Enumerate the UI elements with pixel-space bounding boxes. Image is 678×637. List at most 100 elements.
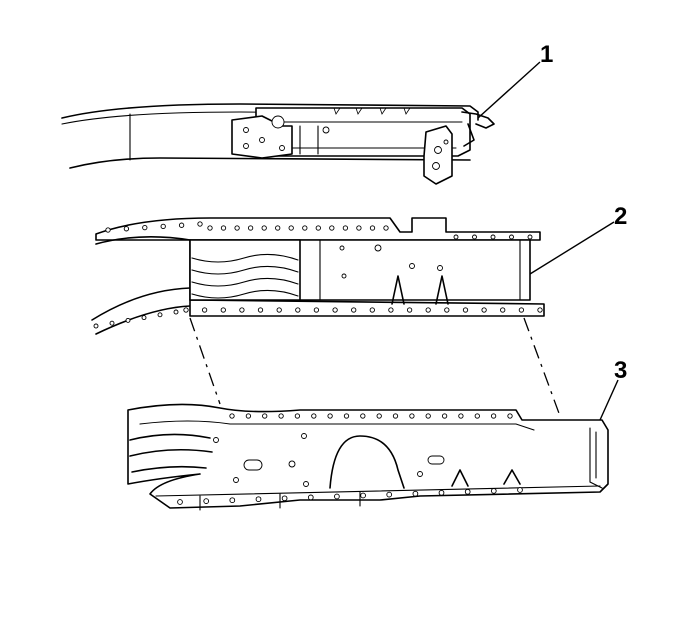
- rivet-hole: [509, 234, 514, 240]
- rivet-hole: [334, 493, 340, 500]
- rivet-hole: [386, 491, 393, 498]
- rivet-hole: [332, 307, 338, 313]
- rivet-hole: [490, 413, 497, 419]
- rivet-hole: [464, 488, 471, 495]
- rivet-hole: [458, 413, 464, 419]
- rivet-hole: [327, 413, 333, 419]
- rivet-hole: [220, 225, 227, 231]
- rivet-hole: [183, 307, 189, 313]
- rivet-hole: [507, 413, 513, 419]
- rivet-hole: [213, 437, 219, 443]
- rivet-hole: [383, 225, 389, 231]
- rivet-hole: [444, 307, 450, 313]
- rivet-hole: [490, 234, 496, 240]
- rivet-hole: [409, 413, 415, 419]
- rivet-hole: [517, 487, 523, 493]
- rivet-hole: [360, 492, 366, 499]
- rivet-hole: [125, 317, 131, 323]
- rivet-hole: [417, 471, 423, 477]
- rivet-hole: [527, 234, 533, 240]
- rivet-hole: [281, 495, 288, 502]
- rivet-hole: [160, 223, 166, 230]
- rivet-hole: [276, 307, 282, 313]
- rivet-hole: [329, 225, 335, 231]
- alignment-line-left: [189, 317, 221, 405]
- callout-2-leader: [529, 221, 615, 275]
- rivet-hole: [425, 307, 431, 313]
- rivet-hole: [93, 323, 99, 329]
- rivet-hole: [537, 307, 543, 313]
- rivet-hole: [203, 498, 210, 504]
- rivet-hole: [207, 225, 213, 231]
- part-1-frame-rail-assembly: [61, 103, 495, 185]
- rivet-hole: [360, 413, 366, 419]
- rivet-hole: [262, 413, 268, 419]
- rivet-hole: [376, 413, 382, 419]
- rivet-hole: [356, 225, 362, 231]
- rivet-hole: [388, 307, 394, 313]
- rivet-hole: [438, 489, 445, 496]
- rivet-hole: [278, 413, 284, 419]
- rivet-hole: [123, 226, 130, 232]
- rivet-hole: [351, 307, 357, 313]
- rivet-hole: [315, 225, 321, 231]
- callout-2-group: 2: [529, 203, 627, 275]
- rivet-hole: [311, 413, 317, 419]
- rivet-hole: [178, 222, 185, 228]
- rivet-hole: [177, 499, 183, 505]
- rivet-hole: [295, 307, 301, 313]
- rivet-hole: [109, 320, 115, 326]
- rivet-hole: [425, 413, 431, 419]
- rivet-hole: [201, 307, 208, 313]
- rivet-hole: [105, 227, 111, 233]
- rivet-hole: [275, 225, 281, 231]
- rivet-hole: [302, 225, 308, 231]
- rivet-hole: [441, 413, 448, 419]
- part-2-rail-reinforcement: [91, 217, 545, 335]
- rivet-hole: [157, 312, 163, 318]
- rivet-hole: [303, 481, 309, 487]
- callout-3-group: 3: [599, 357, 627, 421]
- rivet-hole: [481, 307, 487, 313]
- rivet-hole: [288, 225, 294, 231]
- rivet-hole: [257, 307, 264, 313]
- callout-1-label: 1: [540, 41, 553, 68]
- rivet-hole: [342, 225, 349, 231]
- rivet-hole: [462, 307, 469, 313]
- rivet-hole: [307, 494, 314, 501]
- callout-2-label: 2: [614, 203, 627, 230]
- callout-1-group: 1: [477, 41, 553, 119]
- rivet-hole: [500, 307, 506, 313]
- callout-3-label: 3: [614, 357, 627, 384]
- callout-1-leader: [477, 61, 541, 119]
- alignment-line-right: [523, 317, 561, 417]
- rivet-hole: [472, 234, 477, 240]
- callout-3-leader: [599, 379, 619, 421]
- rivet-hole: [220, 307, 226, 313]
- rivet-hole: [313, 307, 320, 313]
- rivet-hole: [197, 221, 203, 227]
- rivet-hole: [142, 224, 148, 231]
- rivet-hole: [261, 225, 267, 231]
- rivet-hole: [369, 225, 376, 231]
- rivet-hole: [229, 497, 236, 504]
- rivet-hole: [474, 413, 480, 419]
- rivet-hole: [518, 307, 525, 313]
- rivet-hole: [247, 225, 254, 231]
- rivet-hole: [173, 309, 179, 315]
- rivet-hole: [453, 234, 459, 240]
- rivet-hole: [392, 413, 399, 419]
- rivet-hole: [406, 307, 413, 313]
- rivet-hole: [255, 496, 262, 503]
- rivet-hole: [369, 307, 375, 313]
- rivet-hole: [294, 413, 301, 419]
- part-3-frame-rail-section: [127, 403, 609, 511]
- rivet-hole: [234, 225, 240, 231]
- rivet-hole: [245, 413, 252, 419]
- rivet-holes: [93, 221, 543, 505]
- rivet-hole: [343, 413, 350, 419]
- rivet-hole: [412, 490, 419, 497]
- rivet-hole: [490, 488, 497, 494]
